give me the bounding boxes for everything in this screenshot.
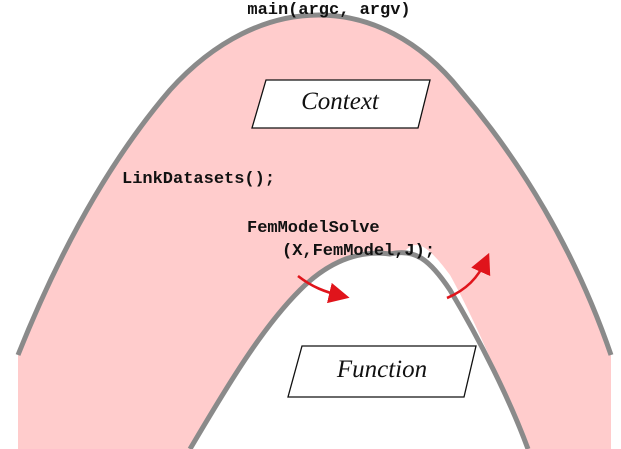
context-box: Context bbox=[251, 79, 431, 129]
context-band bbox=[18, 15, 611, 449]
fem-model-solve-line2: (X,FemModel,J); bbox=[282, 242, 435, 261]
function-label: Function bbox=[336, 356, 427, 383]
context-label: Context bbox=[301, 88, 380, 115]
outer-arch-outline bbox=[15, 12, 614, 356]
fem-model-solve-line1: FemModelSolve bbox=[247, 219, 380, 238]
link-datasets-call: LinkDatasets(); bbox=[122, 170, 275, 189]
call-arrow-in bbox=[297, 274, 350, 304]
main-signature: main(argc, argv) bbox=[247, 1, 410, 20]
function-box: Function bbox=[287, 345, 477, 398]
inner-arch-outline bbox=[187, 250, 531, 449]
return-arrow-out bbox=[446, 252, 491, 300]
